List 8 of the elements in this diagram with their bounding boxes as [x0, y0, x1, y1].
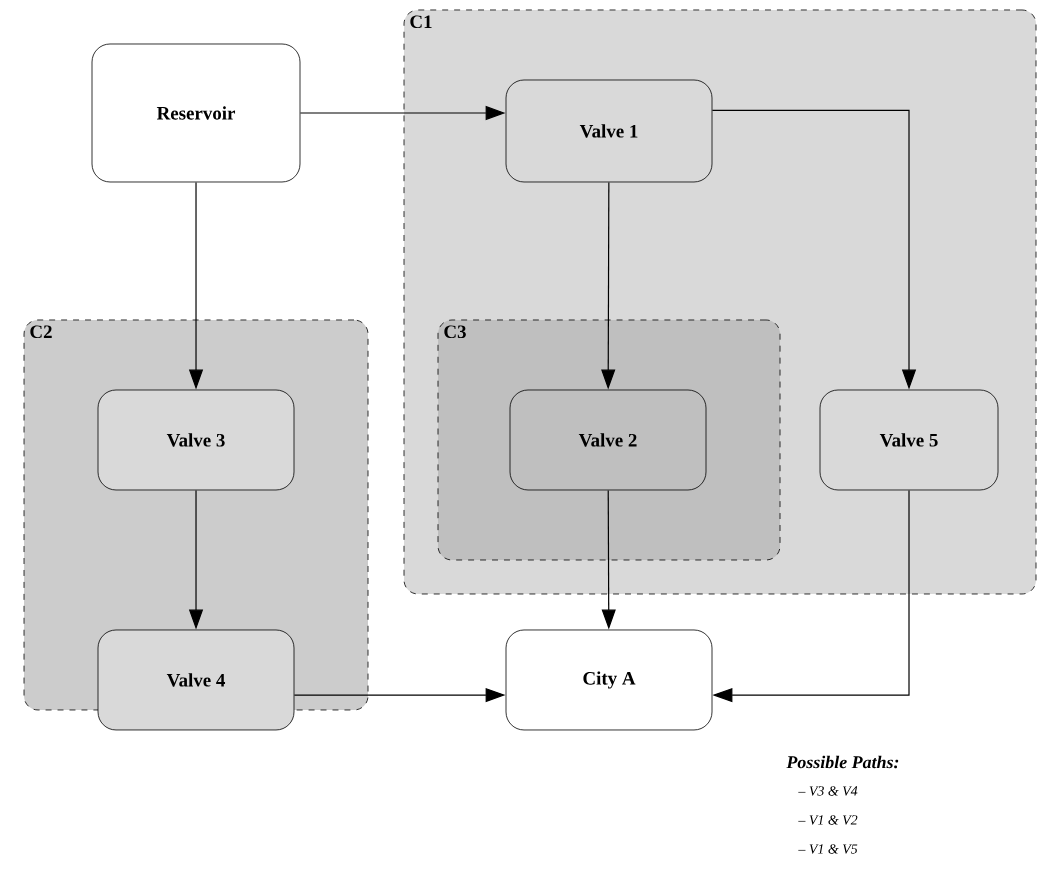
process-box: Valve 5	[819, 389, 999, 491]
process-box: City A	[505, 629, 713, 731]
process-box: Valve 1	[505, 79, 713, 183]
process-box: Reservoir	[91, 43, 301, 183]
process-box: Valve 3	[97, 389, 295, 491]
process-box: Valve 4	[97, 629, 295, 731]
legend-heading: Possible Paths:	[786, 755, 899, 769]
process-box: Valve 2	[509, 389, 707, 491]
